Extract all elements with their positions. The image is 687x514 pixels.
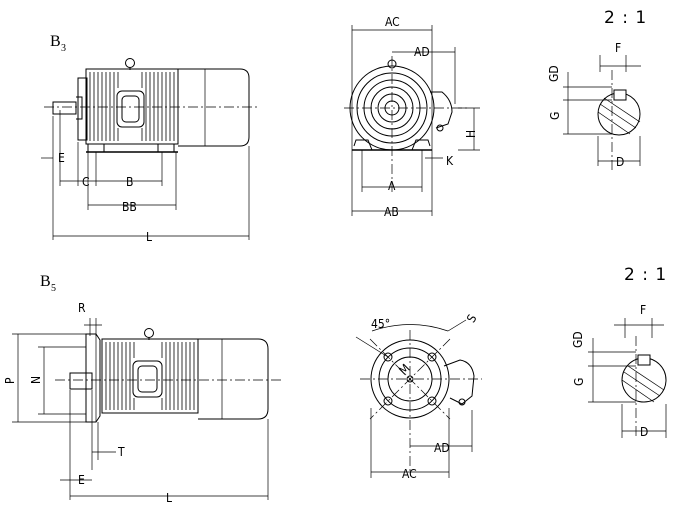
dim-label-f-bottom: F [640,303,646,317]
b3-dimensions: E C B BB L [41,110,250,244]
dim-label-d-bottom: D [640,425,648,439]
b3-shaft [52,101,77,115]
b3-terminal-box [116,90,145,128]
keyway-bottom [637,354,651,366]
b3-end-view: AC AD H K A AB [344,15,480,219]
b3-end-terminal-box [430,91,453,129]
b5-cooling-fins [105,342,195,410]
dim-label-a: A [388,179,396,193]
b5-dimensions: R P N T E L [3,301,269,505]
dim-label-n: N [29,376,43,384]
dim-label-l-b5: L [166,491,172,505]
dim-label-gd-top: GD [547,65,561,82]
shaft-section-dims-top: F GD G D [547,41,641,169]
dim-label-b: B [126,175,133,189]
b3-side-view: B 3 [41,33,258,244]
shaft-section-top: 2 : 1 F GD G D [547,8,647,170]
b5-fan-cover [198,338,269,420]
b3-label: B [50,33,61,50]
dim-label-r: R [78,301,86,315]
keyway-top [613,89,627,101]
b5-terminal-box [132,360,163,398]
dim-label-ad: AD [414,45,430,59]
b3-end-dimensions: AC AD H K A AB [351,15,480,219]
b5-shaft [69,372,93,390]
b5-side-view: B 5 [3,273,282,505]
b5-lifting-eye [144,328,154,338]
b5-end-terminal-box [443,359,475,405]
b5-label: B [40,273,51,290]
dim-label-e-b5: E [78,473,85,487]
b5-flange-dimensions: 45° S M AD AC [355,312,480,481]
b3-fan-cover [178,68,250,147]
dim-label-ad-b5: AD [434,441,450,455]
dim-label-g-bottom: G [572,378,586,386]
b3-cooling-fins [89,72,175,141]
b3-label-sub: 3 [61,43,66,54]
shaft-section-bottom: 2 : 1 F GD G D [571,265,667,439]
dim-label-ab: AB [384,205,399,219]
scale-label-bottom: 2 : 1 [624,265,667,285]
b5-flange-end-view: 45° S M AD AC [355,312,482,481]
dim-label-k: K [446,154,454,168]
b3-front-shield [77,77,88,141]
dim-label-l: L [146,230,152,244]
scale-label-top: 2 : 1 [604,8,647,28]
dim-label-f-top: F [615,41,621,55]
dim-label-angle: 45° [371,317,390,331]
shaft-section-dims-bottom: F GD G D [571,303,667,439]
dim-label-p: P [3,377,17,384]
dim-label-ac: AC [385,15,400,29]
dim-label-s: S [464,312,480,325]
b5-label-sub: 5 [51,283,56,294]
dim-label-g-top: G [548,112,562,120]
b5-terminal-cover [137,365,158,393]
dim-label-e: E [58,151,65,165]
dim-label-t: T [117,445,125,459]
dim-label-h: H [464,130,478,138]
dim-label-c: C [82,175,90,189]
b5-frame [101,338,199,414]
dim-label-gd-bottom: GD [571,331,585,348]
b3-end-feet [353,139,431,151]
b3-frame [85,68,179,145]
b5-bolt-holes [383,352,437,406]
b3-lifting-eye [125,58,135,68]
b5-flange [85,333,101,423]
dim-label-ac-b5: AC [402,467,417,481]
b3-shaft-collar [76,96,83,120]
b3-feet [87,144,175,153]
b3-terminal-cover [121,95,140,123]
dim-label-d-top: D [616,155,624,169]
dim-label-bb: BB [122,200,137,214]
